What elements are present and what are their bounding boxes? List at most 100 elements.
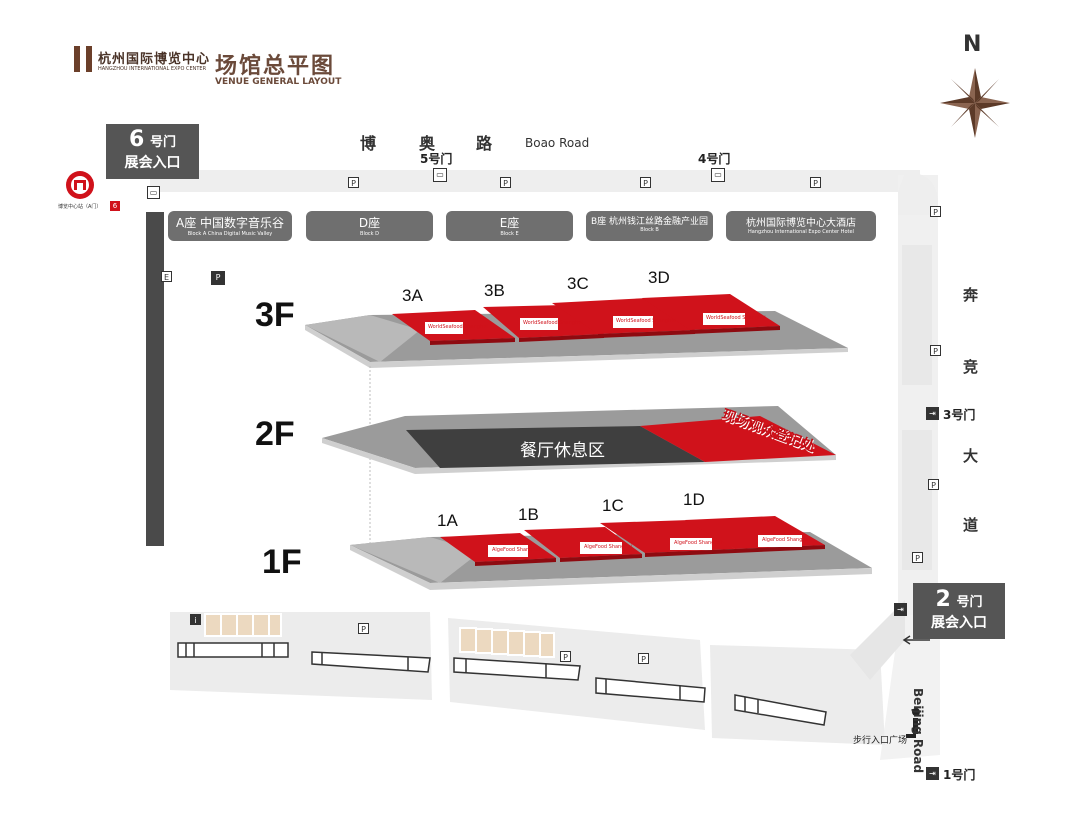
hall-3c-label: 3C [567, 274, 589, 293]
block-a-sub: Block A China Digital Music Valley [187, 231, 273, 237]
parking-icon: P [500, 177, 511, 188]
gate-5-label: 5号门 [420, 152, 453, 166]
parking-icon: P [912, 552, 923, 563]
parking-grid-central [459, 627, 555, 658]
block-hotel: 杭州国际博览中心大酒店 Hangzhou International Expo … [726, 211, 876, 241]
hall-1c-brand: AlgeFood Shanghai [674, 540, 723, 546]
metro-logo-icon [66, 171, 94, 199]
gate-6-box: 6 号门 展会入口 [106, 124, 199, 179]
boao-road-strip [150, 170, 920, 192]
hall-1a-brand: AlgeFood Shanghai [492, 547, 541, 553]
parking-icon: P [640, 177, 651, 188]
hall-3d [642, 294, 780, 330]
gate-6-entry-icon: ▭ [147, 186, 160, 199]
expo-center-logo: 杭州国际博览中心 HANGZHOU INTERNATIONAL EXPO CEN… [74, 42, 354, 92]
east-strip-upper [902, 245, 932, 385]
metro-line-badge: 6 [110, 201, 120, 211]
block-e: E座 Block E [446, 211, 573, 241]
block-a-main: A座 中国数字音乐谷 [175, 216, 285, 230]
map-title-cn: 场馆总平图 [215, 54, 336, 79]
gate-2-box: 2 号门 展会入口 [913, 583, 1005, 639]
gate-6-number: 6 [129, 127, 145, 152]
beijing-road-en: Beijing Road [911, 688, 925, 774]
hall-3b-brand: WorldSeafood Shanghai [523, 320, 583, 326]
floor-2f-label: 2F [255, 415, 295, 453]
info-icon: i [190, 614, 201, 625]
floor-2f [322, 406, 836, 474]
hall-3a-label: 3A [402, 286, 423, 305]
block-e-main: E座 [499, 216, 520, 230]
block-a: A座 中国数字音乐谷 Block A China Digital Music V… [168, 211, 292, 241]
gate-4-label: 4号门 [698, 152, 731, 166]
floor-3f-label: 3F [255, 296, 295, 334]
west-wall [146, 212, 164, 546]
hall-1b-brand: AlgeFood Shanghai [584, 544, 633, 550]
pedestrian-icon [906, 708, 920, 738]
south-road [850, 600, 905, 680]
halls-1f [440, 516, 825, 566]
gate-1-exit-icon: ⇥ [926, 767, 939, 780]
compass-star-icon [940, 68, 1010, 138]
hall-1b-label: 1B [518, 505, 539, 524]
hall-1a-label: 1A [437, 511, 458, 530]
gate-2-exit-icon: ⇥ [894, 603, 907, 616]
benjing-road-char-3: 大 [963, 447, 979, 465]
hall-1d-brand: AlgeFood Shanghai [762, 537, 811, 543]
block-b-main: B座 杭州钱江丝路金融产业园 [590, 217, 709, 227]
boao-road-char-2: 奥 [419, 134, 436, 153]
zone-registration [640, 416, 836, 462]
block-hotel-sub: Hangzhou International Expo Center Hotel [748, 229, 854, 235]
hall-1d-label: 1D [683, 490, 705, 509]
block-d: D座 Block D [306, 211, 433, 241]
hall-3c-brand: WorldSeafood Shanghai [616, 318, 676, 324]
gate-2-number: 2 [935, 587, 951, 612]
parking-icon: P [560, 651, 571, 662]
gate-3-label: 3号门 [943, 408, 976, 422]
halls-3f [392, 294, 780, 345]
block-hotel-main: 杭州国际博览中心大酒店 [746, 218, 856, 229]
parking-grid-west [204, 613, 282, 637]
parking-icon: P [810, 177, 821, 188]
benjing-road-char-2: 竞 [963, 358, 979, 376]
boao-road-char-3: 路 [476, 134, 493, 153]
map-title-en: VENUE GENERAL LAYOUT [215, 77, 342, 87]
east-strip-lower [902, 430, 932, 570]
pedestrian-plaza-label: 步行入口广场 [853, 736, 908, 746]
zone-dining-label: 餐厅休息区 [520, 441, 605, 461]
hall-3d-label: 3D [648, 268, 670, 287]
hall-3d-brand: WorldSeafood Shanghai [706, 315, 766, 321]
parking-structures [177, 642, 827, 726]
parking-icon: P [348, 177, 359, 188]
metro-station-label: 博览中心站（A门） [58, 204, 102, 210]
gate-4-icon: ▭ [711, 168, 725, 182]
hall-3b-label: 3B [484, 281, 505, 300]
floor-1f-label: 1F [262, 543, 302, 581]
east-road-curve [898, 172, 938, 215]
block-d-sub: Block D [360, 231, 379, 237]
boao-road-char-1: 博 [360, 134, 377, 153]
block-d-main: D座 [358, 216, 381, 230]
logo-name-cn: 杭州国际博览中心 [98, 52, 211, 67]
benjing-road-char-4: 道 [963, 516, 979, 534]
parking-icon: P [928, 479, 939, 490]
gate-2-entry: 展会入口 [931, 615, 987, 631]
logo-name-en: HANGZHOU INTERNATIONAL EXPO CENTER [98, 66, 207, 72]
zone-dining [406, 426, 705, 468]
parking-icon: P [638, 653, 649, 664]
hall-1c-label: 1C [602, 496, 624, 515]
plaza-east [710, 645, 885, 745]
hall-3a-brand: WorldSeafood Shanghai [428, 324, 488, 330]
benjing-road-char-1: 奔 [963, 286, 979, 304]
block-b-sub: Block B [640, 227, 659, 233]
expo-logo-mark-icon [74, 46, 92, 72]
parking-icon: P [930, 206, 941, 217]
gate-1-label: 1号门 [943, 768, 976, 782]
gate-5-icon: ▭ [433, 168, 447, 182]
block-b: B座 杭州钱江丝路金融产业园 Block B [586, 211, 713, 241]
parking-icon: P [358, 623, 369, 634]
gate-3-exit-icon: ⇥ [926, 407, 939, 420]
block-e-sub: Block E [500, 231, 519, 237]
gate-6-suffix: 号门 [149, 135, 176, 150]
